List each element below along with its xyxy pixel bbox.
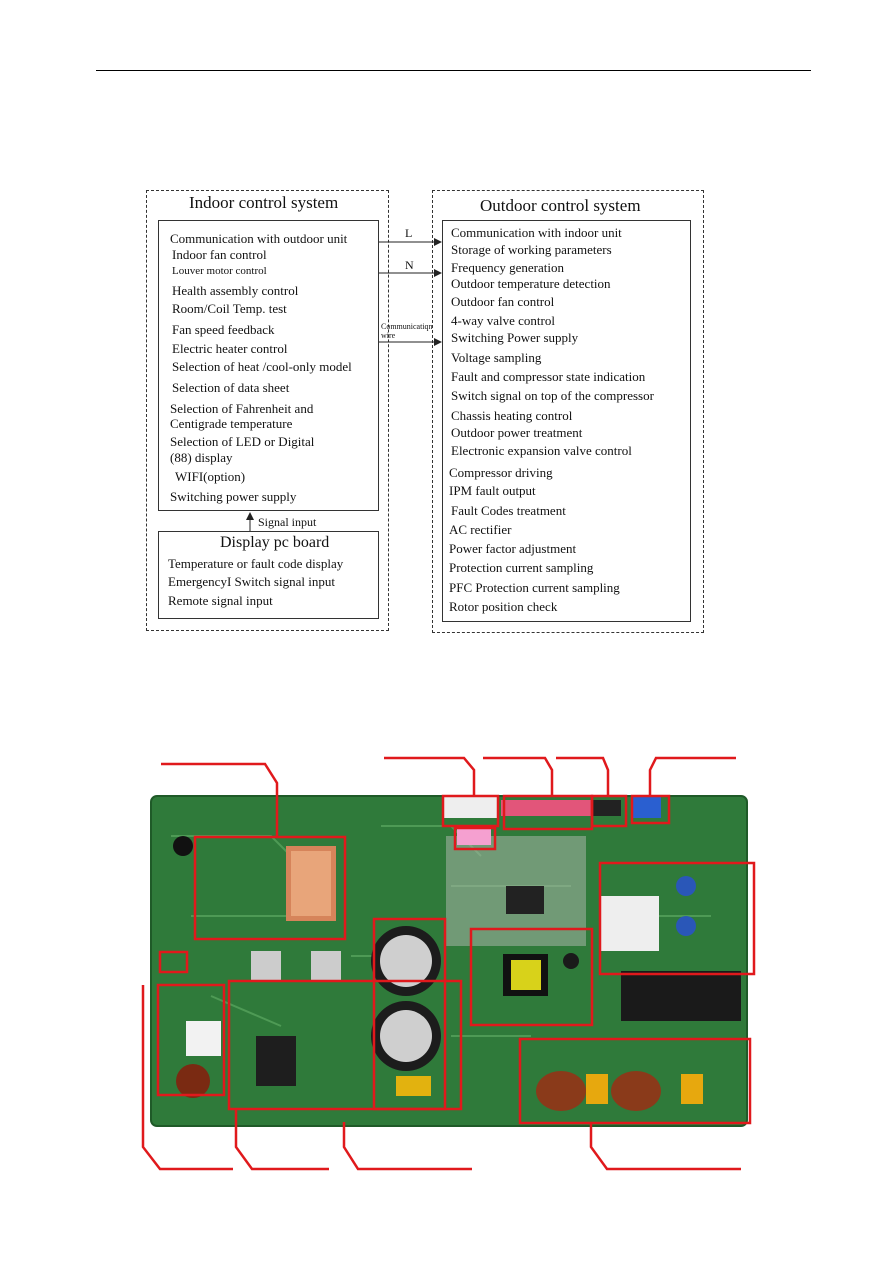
- indoor-item: Room/Coil Temp. test: [172, 301, 287, 316]
- outdoor-item: Rotor position check: [449, 599, 558, 614]
- indoor-item: Health assembly control: [172, 283, 299, 298]
- callout-box: [193, 835, 347, 941]
- indoor-item: Louver motor control: [172, 265, 267, 277]
- callout-box: [441, 794, 500, 828]
- callout-box: [590, 794, 628, 828]
- callout-box: [518, 1037, 752, 1125]
- outdoor-item: Switch signal on top of the compressor: [451, 388, 654, 403]
- outdoor-box: [442, 220, 691, 622]
- pcb-board-illustration: [150, 795, 748, 1127]
- outdoor-item: Switching Power supply: [451, 330, 579, 345]
- callout-box: [227, 979, 463, 1111]
- callout-leader: [589, 1123, 741, 1171]
- indoor-box: [158, 220, 379, 511]
- indoor-item: Selection of data sheet: [172, 380, 290, 395]
- outdoor-item: Fault and compressor state indication: [451, 369, 646, 384]
- outdoor-item: Frequency generation: [451, 260, 564, 275]
- wire-l-label: L: [405, 226, 413, 240]
- indoor-item: Communication with outdoor unit: [170, 231, 348, 246]
- outdoor-item: Compressor driving: [449, 465, 553, 480]
- outdoor-item: Power factor adjustment: [449, 541, 577, 556]
- outdoor-item: Outdoor temperature detection: [451, 276, 611, 291]
- callout-box: [502, 794, 594, 831]
- display-title: Display pc board: [220, 534, 330, 551]
- indoor-item: Selection of LED or Digital: [170, 434, 315, 449]
- callout-box: [598, 861, 756, 976]
- outdoor-item: Communication with indoor unit: [451, 225, 622, 240]
- indoor-item: (88) display: [170, 450, 233, 465]
- outdoor-item: PFC Protection current sampling: [449, 580, 620, 595]
- indoor-item: WIFI(option): [175, 469, 246, 484]
- outdoor-item: Storage of working parameters: [451, 242, 612, 257]
- callout-leader: [161, 762, 279, 837]
- callout-box: [453, 826, 497, 851]
- outdoor-item: Electronic expansion valve control: [451, 443, 632, 458]
- callout-leader: [483, 756, 554, 796]
- indoor-item: Selection of Fahrenheit and: [170, 401, 314, 416]
- outdoor-item: Outdoor power treatment: [451, 425, 583, 440]
- indoor-region: [146, 190, 389, 631]
- comm-wire-label: Communicatiqn wire: [381, 322, 433, 340]
- outdoor-item: IPM fault output: [449, 483, 536, 498]
- indoor-item: Centigrade temperature: [170, 416, 293, 431]
- outdoor-item: 4-way valve control: [451, 313, 555, 328]
- callout-leader: [384, 756, 476, 796]
- indoor-item: Switching power supply: [170, 489, 297, 504]
- callout-box: [156, 983, 226, 1097]
- indoor-item: Electric heater control: [172, 341, 288, 356]
- outdoor-title: Outdoor control system: [480, 196, 641, 215]
- signal-input-label: Signal input: [258, 515, 317, 529]
- outdoor-item: AC rectifier: [449, 522, 512, 537]
- display-item: Temperature or fault code display: [168, 556, 344, 571]
- outdoor-item: Voltage sampling: [451, 350, 542, 365]
- display-item: Remote signal input: [168, 593, 273, 608]
- outdoor-item: Protection current sampling: [449, 560, 594, 575]
- display-box: [158, 531, 379, 619]
- outdoor-item: Fault Codes treatment: [451, 503, 566, 518]
- wire-n-label: N: [405, 258, 414, 272]
- callout-leader: [141, 985, 233, 1171]
- outdoor-region: [432, 190, 704, 633]
- callout-box: [469, 927, 594, 1027]
- outdoor-item: Chassis heating control: [451, 408, 573, 423]
- callout-leader: [556, 756, 610, 796]
- indoor-title: Indoor control system: [189, 193, 339, 212]
- callout-leader: [234, 1109, 329, 1171]
- indoor-item: Fan speed feedback: [172, 322, 275, 337]
- indoor-item: Indoor fan control: [172, 247, 267, 262]
- display-item: EmergencyI Switch signal input: [168, 574, 335, 589]
- header-rule: [96, 70, 811, 71]
- pcb-photo: [150, 795, 748, 1127]
- callout-box: [158, 950, 189, 974]
- callout-leader: [342, 1122, 472, 1171]
- callout-box: [372, 917, 447, 1111]
- callout-leader: [648, 756, 736, 796]
- outdoor-item: Outdoor fan control: [451, 294, 555, 309]
- callout-box: [630, 794, 671, 825]
- indoor-item: Selection of heat /cool-only model: [172, 359, 352, 374]
